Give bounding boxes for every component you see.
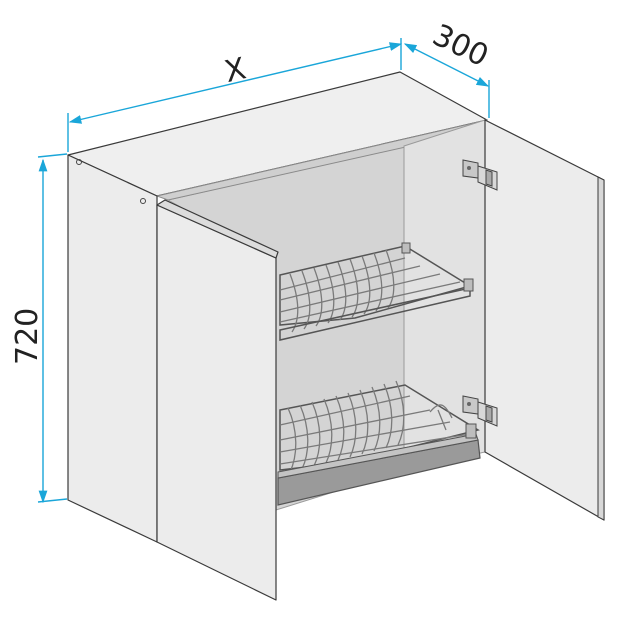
dimension-lines bbox=[37, 38, 490, 504]
lower-hinge bbox=[462, 395, 498, 427]
left-side-shelf-pin bbox=[76, 159, 82, 165]
left-door-hinge-cup bbox=[140, 198, 146, 204]
width-dimension-line bbox=[68, 42, 403, 124]
lower-rack-bracket bbox=[465, 423, 477, 439]
left-side-panel bbox=[67, 154, 158, 543]
right-door-edge bbox=[597, 176, 605, 521]
left-door[interactable] bbox=[140, 198, 279, 601]
lower-dish-rack bbox=[277, 380, 481, 506]
upper-dish-rack bbox=[279, 242, 474, 341]
upper-rack-frame bbox=[279, 245, 472, 326]
left-door-front[interactable] bbox=[156, 204, 277, 601]
depth-dimension-line bbox=[403, 43, 490, 87]
upper-hinge bbox=[462, 159, 498, 191]
left-door-edge bbox=[156, 199, 279, 259]
depth-label: 300 bbox=[427, 18, 494, 75]
upper-rack-bracket-right bbox=[463, 278, 474, 292]
width-label: X bbox=[221, 51, 249, 90]
right-door-front[interactable] bbox=[484, 119, 605, 521]
right-door[interactable] bbox=[484, 119, 605, 521]
drip-tray-lip bbox=[277, 433, 479, 479]
height-label: 720 bbox=[10, 308, 45, 365]
upper-rack-bracket-left bbox=[401, 242, 411, 254]
